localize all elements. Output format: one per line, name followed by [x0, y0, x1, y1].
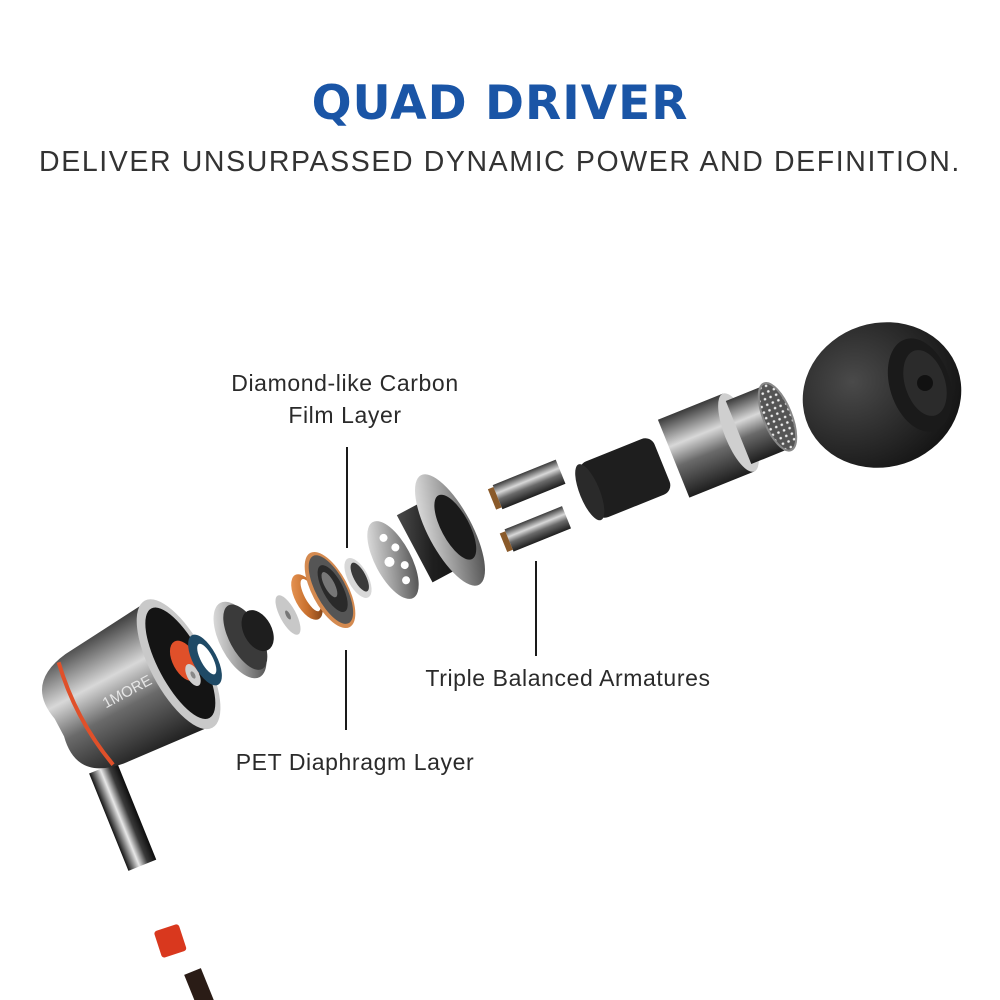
voice-coil	[291, 574, 323, 620]
callout-triple-armatures: Triple Balanced Armatures	[398, 662, 738, 694]
eartip	[802, 322, 962, 468]
blue-ring	[188, 634, 222, 686]
sleeve	[575, 438, 671, 521]
callout-dlc-line1: Diamond-like Carbon	[231, 370, 459, 396]
pet-leader-line	[345, 650, 347, 730]
armature-housing	[396, 474, 485, 586]
callout-dlc-line2: Film Layer	[288, 402, 402, 428]
pet-diaphragm	[304, 551, 356, 629]
page-subtitle: DELIVER UNSURPASSED DYNAMIC POWER AND DE…	[39, 146, 961, 178]
page-title: QUAD DRIVER	[311, 76, 689, 131]
callout-pet-text: PET Diaphragm Layer	[235, 749, 475, 775]
balanced-armature-upper	[487, 459, 566, 510]
callout-triple-text: Triple Balanced Armatures	[425, 665, 711, 691]
triple-leader-line	[535, 561, 537, 656]
dlc-leader-line	[346, 447, 348, 548]
balanced-armature-lower	[499, 506, 572, 553]
callout-dlc-film: Diamond-like Carbon Film Layer	[200, 367, 490, 431]
magnet-assembly	[213, 601, 274, 679]
front-plate	[367, 521, 419, 599]
cable-stem	[89, 762, 216, 1000]
dlc-film	[344, 558, 372, 598]
housing: 1MORE	[42, 599, 221, 769]
nozzle	[657, 381, 798, 498]
callout-pet-diaphragm: PET Diaphragm Layer	[210, 746, 500, 778]
